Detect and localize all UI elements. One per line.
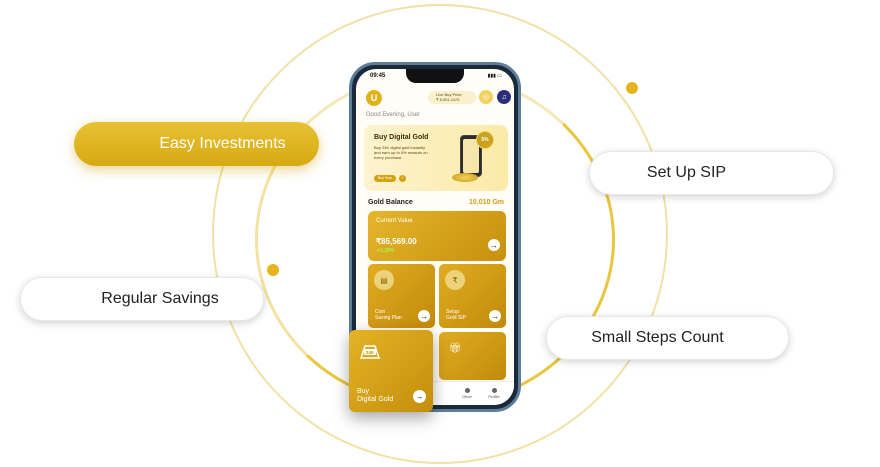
current-value-change: ↗1.29% — [376, 248, 395, 254]
other-icon — [464, 388, 470, 393]
outer-ring — [212, 4, 668, 464]
coin-button[interactable]: ◎ — [479, 90, 493, 104]
set-up-sip-label: Set Up SIP — [646, 164, 727, 181]
gold-balance-label: Gold Balance — [368, 199, 413, 206]
notification-button[interactable]: ♫ — [497, 90, 511, 104]
easy-investments-pill: Easy Investments — [74, 122, 319, 166]
promo-title: Buy Digital Gold — [374, 134, 429, 141]
phone-notch — [406, 69, 464, 83]
regular-savings-label: Regular Savings — [101, 290, 219, 307]
easy-investments-label: Easy Investments — [159, 135, 286, 152]
regular-savings-pill: Regular Savings — [20, 277, 264, 321]
setup-gold-sip-label: Setup Gold SIP — [446, 309, 467, 321]
ring-dot — [267, 264, 279, 276]
current-value-amount: ₹85,569.00 — [376, 237, 417, 246]
gold-bar-badge: 24K — [366, 350, 375, 355]
small-steps-pill: Small Steps Count — [546, 316, 789, 360]
live-price-label: Live Buy Price — [436, 92, 462, 97]
profile-icon — [491, 388, 497, 393]
phone-mockup: 09:45 ▮▮▮ ▭ U Good Evening, User Live Bu… — [349, 62, 521, 412]
reward-badge: 5% — [476, 131, 494, 149]
live-price-chip[interactable]: Live Buy Price ₹ 6,901.12/G — [428, 91, 476, 104]
nav-other[interactable]: Other — [459, 388, 475, 399]
current-value-label: Current Value — [376, 218, 413, 224]
app-screen: 09:45 ▮▮▮ ▭ U Good Evening, User Live Bu… — [356, 69, 514, 405]
nav-profile[interactable]: Profile — [486, 388, 502, 399]
gift-tile[interactable]: 🎁︎ — [439, 332, 506, 380]
small-steps-label: Small Steps Count — [591, 329, 724, 346]
arrow-right-icon[interactable]: → — [488, 239, 500, 251]
signal-battery-icon: ▮▮▮ ▭ — [487, 73, 502, 79]
buy-digital-gold-card[interactable]: 24K Buy Digital Gold → — [349, 330, 433, 412]
set-up-sip-pill: Set Up SIP — [589, 151, 834, 195]
arrow-right-icon[interactable]: → — [413, 390, 426, 403]
current-value-card[interactable]: Current Value ₹85,569.00 ↗1.29% → — [368, 211, 506, 261]
gold-coins-image — [452, 173, 478, 182]
greeting: Good Evening, User — [366, 112, 421, 118]
buy-digital-gold-label: Buy Digital Gold — [357, 388, 394, 403]
promo-banner[interactable]: Buy Digital Gold Buy 24K digital gold in… — [364, 125, 508, 191]
nav-profile-label: Profile — [488, 394, 500, 399]
promo-phone-image — [460, 135, 482, 177]
arrow-right-icon[interactable]: → — [489, 310, 501, 322]
nav-other-label: Other — [461, 394, 472, 399]
coin-stack-icon: ▤ — [374, 270, 394, 290]
ring-dot — [626, 82, 638, 94]
promo-text: Buy 24K digital gold instantly and earn … — [374, 145, 428, 160]
coin-saving-plan-label: Coin Saving Plan — [375, 309, 402, 321]
status-time: 09:45 — [370, 73, 386, 79]
user-avatar[interactable]: U — [366, 90, 382, 106]
promo-arrow-icon[interactable]: › — [399, 175, 406, 182]
coin-saving-plan-tile[interactable]: ▤ Coin Saving Plan → — [368, 264, 435, 328]
gold-bar-icon: 24K — [359, 345, 381, 359]
promo-buy-button[interactable]: Buy Now — [374, 175, 396, 182]
setup-gold-sip-tile[interactable]: ₹ Setup Gold SIP → — [439, 264, 506, 328]
coin-icon: ◎ — [482, 94, 490, 101]
gold-balance-value: 10.010 Gm — [468, 199, 504, 206]
rupee-coin-icon: ₹ — [445, 270, 465, 290]
arrow-right-icon[interactable]: → — [418, 310, 430, 322]
gift-icon: 🎁︎ — [448, 342, 462, 354]
live-price-value: ₹ 6,901.12/G — [436, 96, 460, 102]
bell-icon: ♫ — [501, 93, 507, 101]
